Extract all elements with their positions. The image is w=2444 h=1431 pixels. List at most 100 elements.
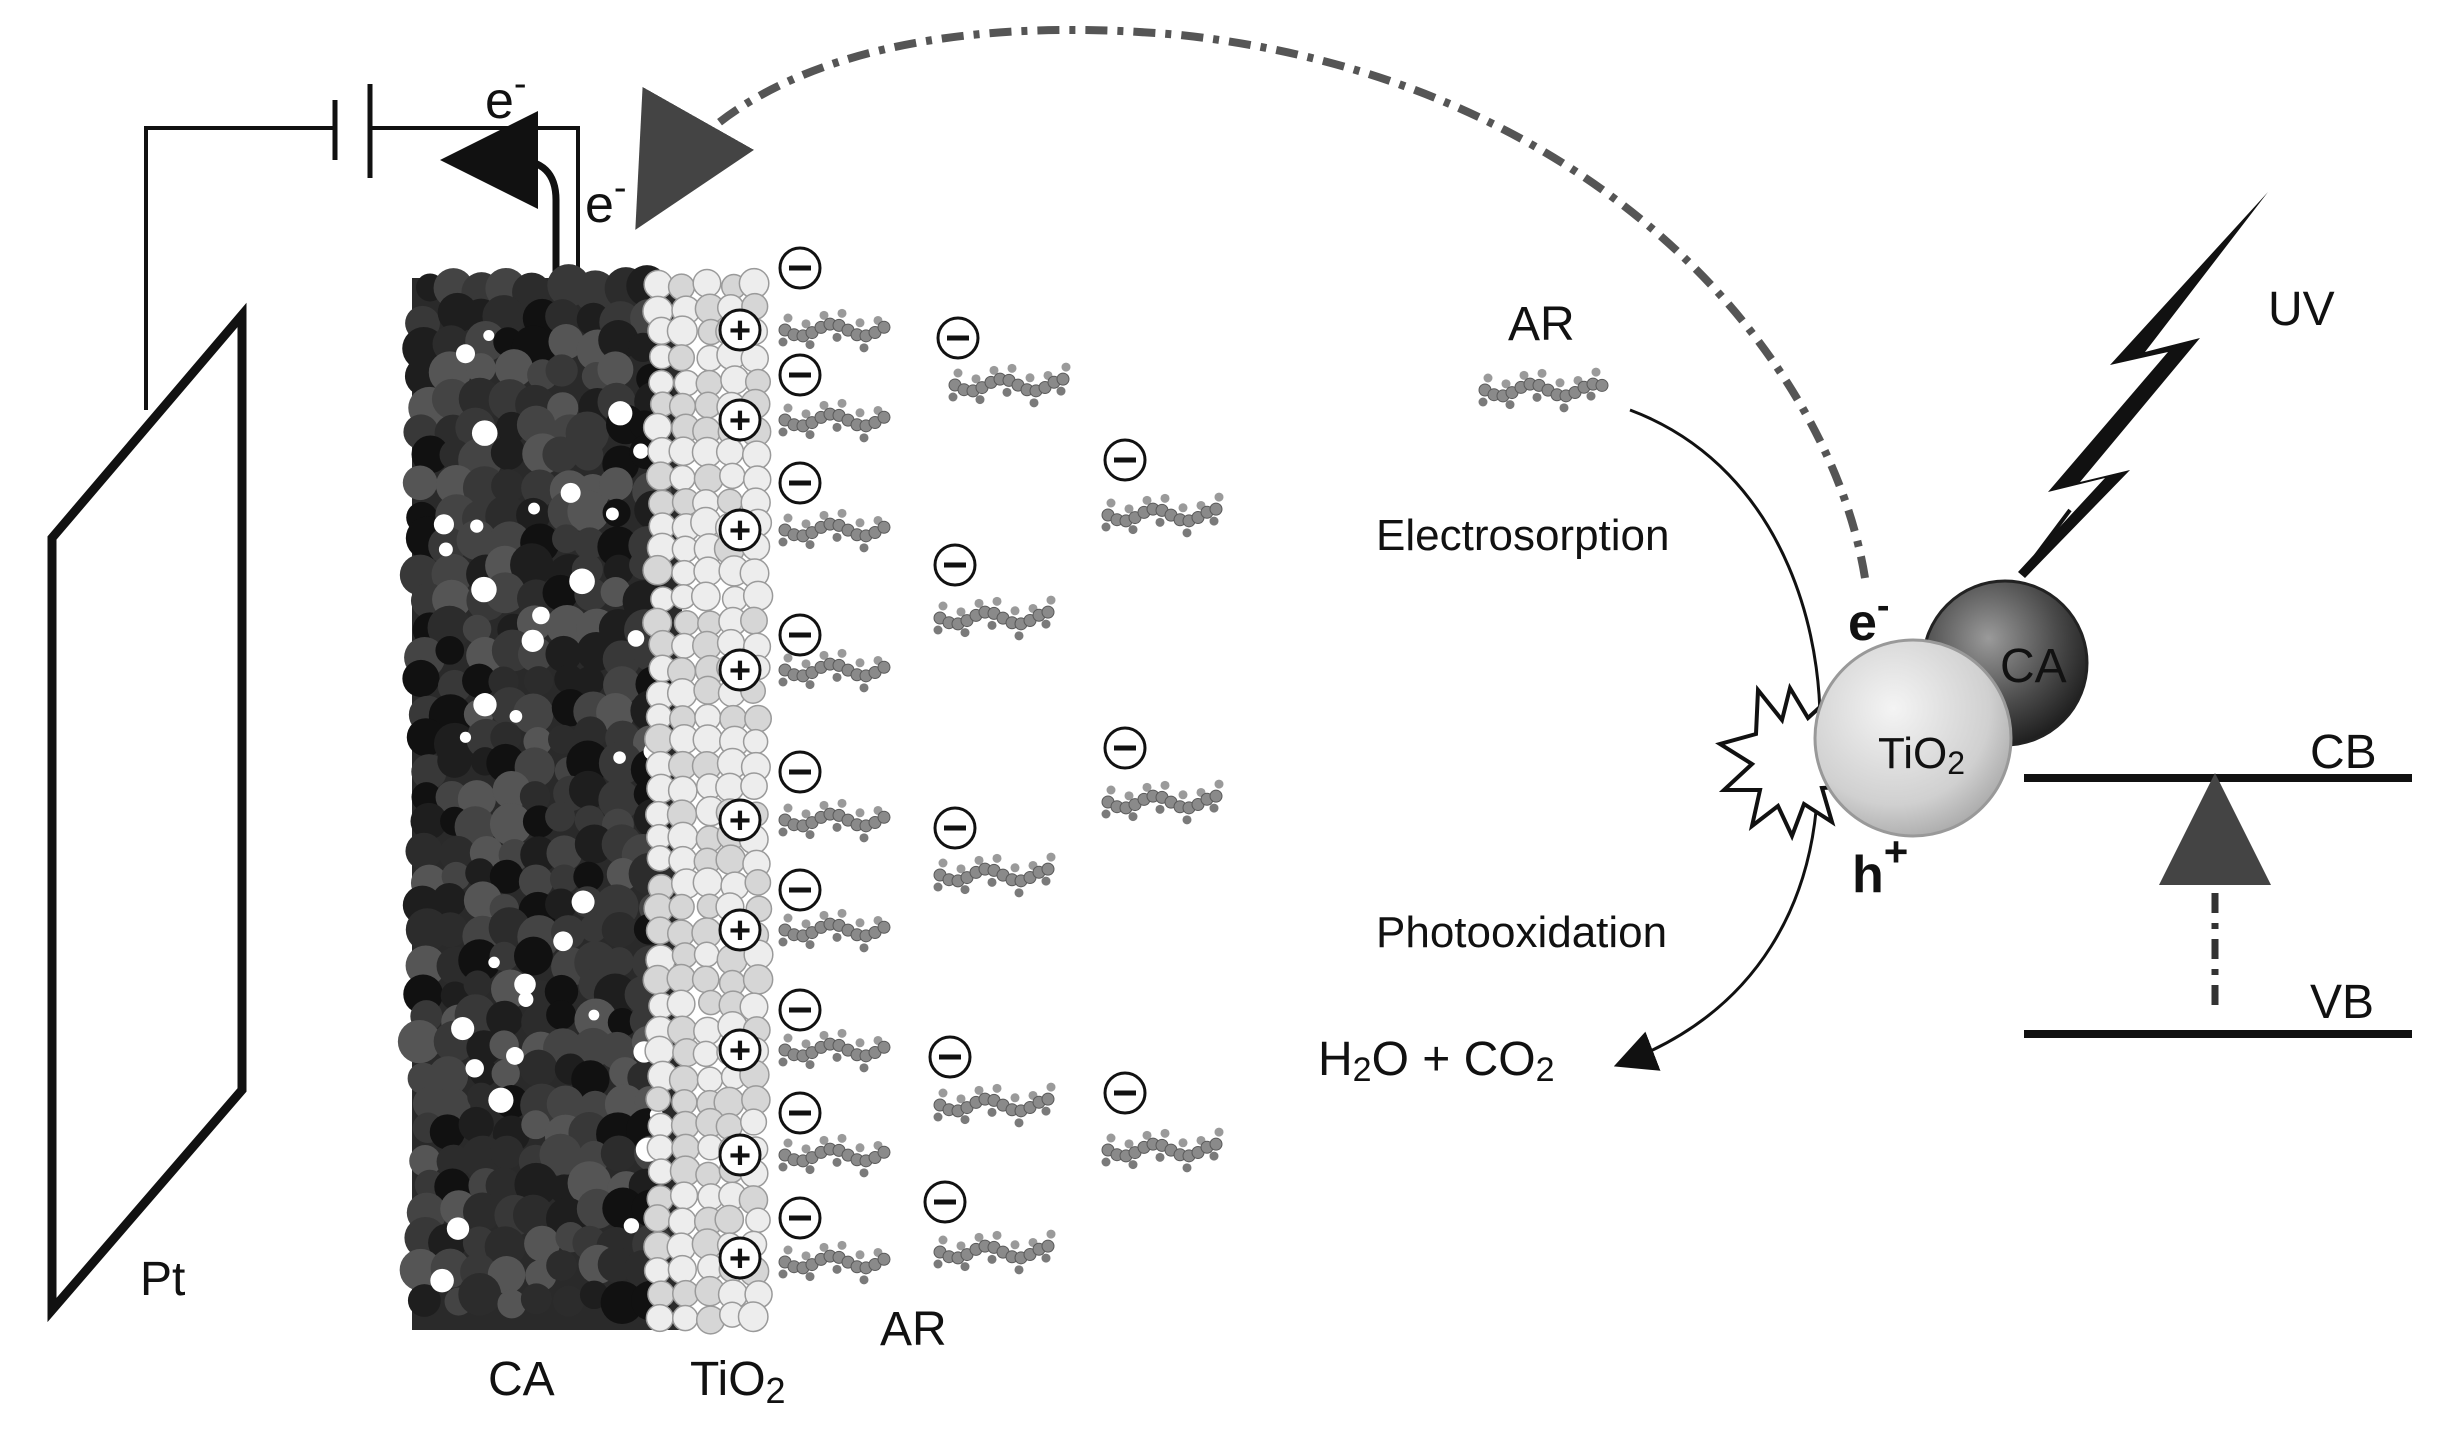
plus-sign: + [729, 910, 751, 952]
ar-molecule [778, 1028, 891, 1073]
ca-granule [490, 435, 526, 470]
ca-granule [465, 858, 495, 888]
ar-atom [933, 1112, 943, 1122]
charge-layer: +++++++++ [718, 246, 1147, 1280]
ca-granule [458, 1272, 502, 1316]
ca-granule [520, 836, 558, 874]
ar-atom [1046, 595, 1056, 605]
label-tio2-particle: TiO2 [1878, 729, 1965, 781]
ca-granule [539, 1133, 582, 1176]
positive-charge-icon [718, 648, 762, 692]
ca-granule [567, 490, 610, 533]
ar-atom [832, 932, 842, 942]
ar-atom [1209, 516, 1219, 526]
ar-atom [960, 1115, 970, 1125]
ar-molecule [933, 852, 1056, 898]
ar-molecule [778, 508, 891, 553]
ar-atom [783, 403, 793, 413]
ca-void [483, 329, 495, 341]
ar-atom [1041, 1106, 1051, 1116]
tio2-particle [1813, 638, 2013, 838]
ar-atom [805, 680, 815, 690]
ca-granule [520, 1283, 552, 1315]
ca-granule [566, 740, 610, 784]
ar-atom [938, 858, 948, 868]
ca-void [509, 709, 523, 723]
ar-atom [1101, 809, 1111, 819]
ca-granule [579, 913, 608, 943]
ca-granule [510, 543, 554, 587]
positive-charge-icon [718, 508, 762, 552]
ca-granule [545, 888, 577, 921]
ar-atom [1041, 605, 1055, 619]
label-products: H2O + CO2 [1318, 1033, 1555, 1089]
ar-atom [877, 810, 891, 824]
ca-void [627, 630, 645, 647]
ca-granule [601, 911, 638, 948]
ar-atom [837, 648, 847, 658]
ar-atom [974, 598, 984, 608]
ca-granule [432, 912, 468, 948]
ar-atom [801, 409, 811, 419]
ar-atom [801, 319, 811, 329]
ar-atom [956, 1094, 966, 1104]
tio2-granule [671, 1304, 699, 1332]
ar-atom [859, 1168, 869, 1178]
tio2-granule [671, 942, 699, 969]
label-h-particle: h+ [1852, 828, 1908, 904]
ca-granule [437, 743, 472, 778]
ar-molecule [778, 1133, 891, 1178]
ca-granule [513, 693, 554, 734]
ar-atom [801, 1144, 811, 1154]
ar-atom [783, 1245, 793, 1255]
ar-atom [877, 1252, 891, 1266]
ca-granule [486, 1000, 523, 1038]
ar-atom [859, 833, 869, 843]
ar-atom [819, 1242, 829, 1252]
tio2-granule [693, 941, 720, 968]
ar-atom [778, 937, 788, 947]
ar-atom [1501, 379, 1511, 389]
ar-atom [987, 1254, 997, 1264]
tio2-granule [666, 678, 698, 709]
ar-atom [987, 1107, 997, 1117]
ar-atom [1106, 1133, 1116, 1143]
ca-void [488, 1087, 514, 1113]
tio2-granule [692, 268, 722, 298]
ar-atom [801, 1039, 811, 1049]
ar-atom [992, 853, 1002, 863]
ar-atom [855, 1250, 865, 1260]
tio2-granule [666, 989, 696, 1019]
ca-granule [429, 1114, 466, 1150]
tio2-granule [643, 1256, 672, 1285]
ca-granule [600, 1281, 644, 1325]
ca-granule [574, 666, 605, 697]
ar-atom [953, 368, 963, 378]
ar-molecule [778, 308, 891, 353]
circuit-wire [144, 84, 580, 410]
ca-granule [485, 1167, 522, 1204]
ar-atom [877, 660, 891, 674]
positive-charge-icon [718, 398, 762, 442]
ar-atom [1209, 789, 1223, 803]
ar-atom [859, 683, 869, 693]
ar-atom [832, 422, 842, 432]
ar-atom [819, 910, 829, 920]
ca-granule [514, 936, 553, 976]
ar-atom [1007, 363, 1017, 373]
ar-atom [877, 410, 891, 424]
ar-atom [1014, 1265, 1024, 1275]
ar-atom [1046, 1082, 1056, 1092]
photooxidation-arc [1613, 779, 1820, 1071]
ca-void [605, 507, 619, 521]
ar-atom [783, 1138, 793, 1148]
ar-atom [819, 650, 829, 660]
ar-atom [837, 798, 847, 808]
ca-granule [490, 1135, 524, 1170]
ca-void [430, 1268, 454, 1293]
ca-void [518, 991, 534, 1008]
ar-atom [1182, 1163, 1192, 1173]
ca-granule [410, 802, 448, 840]
ar-molecules [778, 308, 1224, 1285]
ar-atom [1014, 888, 1024, 898]
